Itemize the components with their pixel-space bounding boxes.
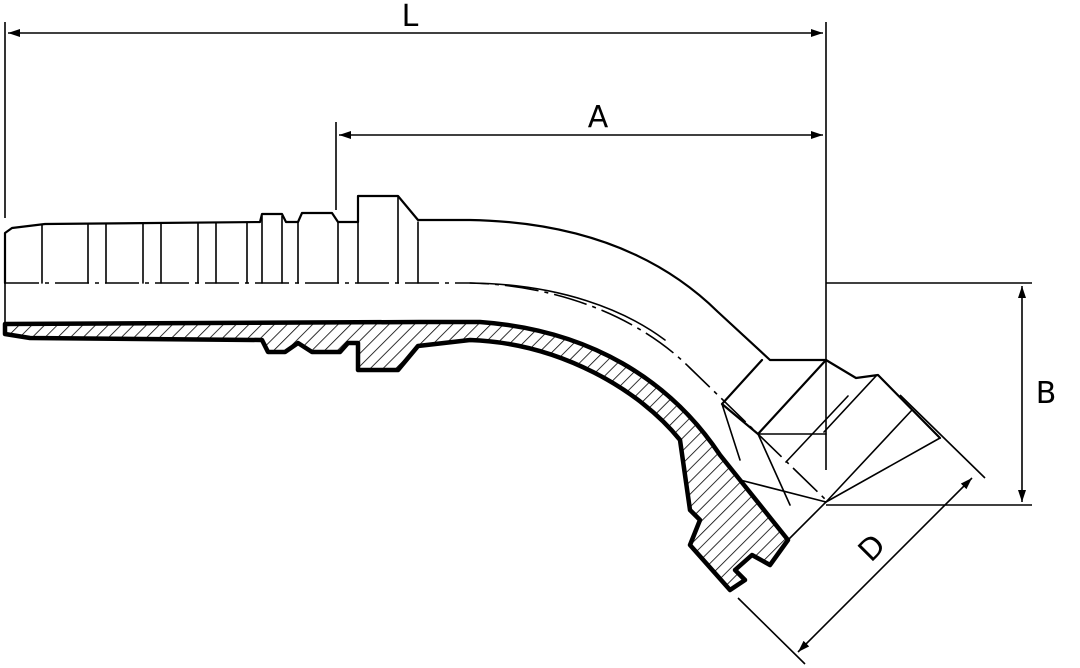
section-hatch-fill [5, 322, 788, 590]
flange-bore-bottom [739, 479, 827, 503]
dimension-B: B [826, 282, 1057, 506]
flange-face-bottom [787, 501, 827, 541]
flange-face-edge [825, 437, 941, 503]
fitting-upper-outline [3, 194, 828, 362]
dimension-line-D [797, 477, 973, 653]
dimension-label-A: A [588, 100, 609, 135]
fitting-exterior-half [3, 194, 942, 506]
flange-inner-edge [721, 403, 741, 461]
section-outline [2, 319, 791, 593]
flange-ring-outline [824, 358, 942, 440]
flange-groove-line-1 [785, 395, 849, 463]
dimension-label-B: B [1036, 376, 1057, 411]
center-line [5, 282, 827, 501]
extension-line-d-bottom [737, 597, 806, 665]
flange-neck [720, 358, 828, 436]
dimension-label-L: L [402, 0, 419, 34]
flange-bore-edge [757, 433, 791, 506]
flange-face-line [825, 409, 913, 503]
dimension-L: L [4, 0, 827, 470]
extension-line-d-top [899, 394, 986, 479]
fitting-section-half [2, 282, 827, 593]
dimension-A: A [335, 100, 823, 210]
hose-tail-ribs [41, 195, 419, 284]
bend-inner-edge [469, 282, 666, 341]
flange-groove-line-2 [823, 375, 877, 433]
